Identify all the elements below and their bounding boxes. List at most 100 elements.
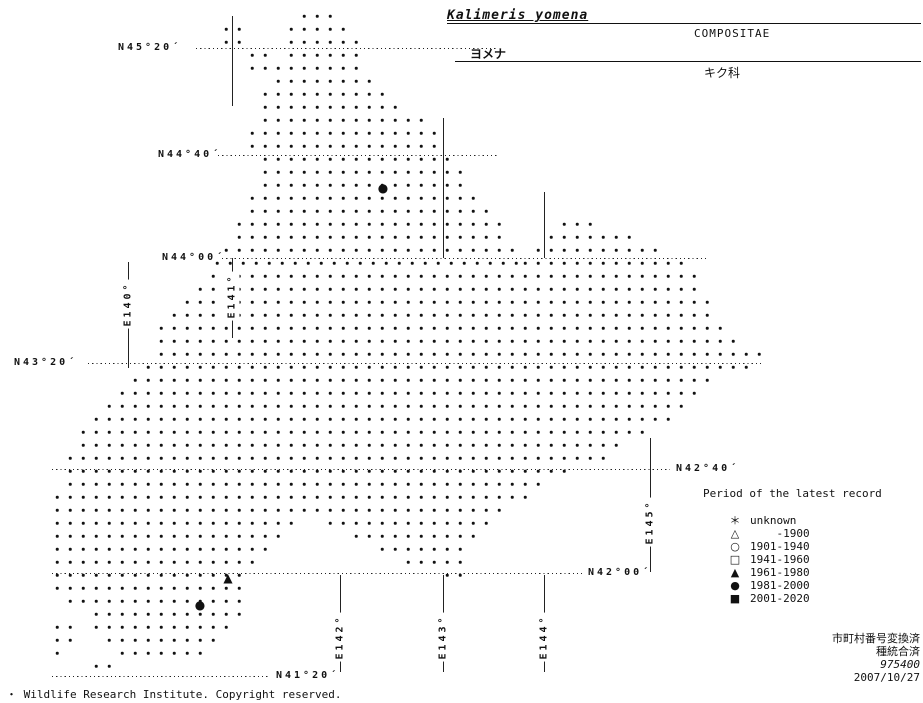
distribution-grid-dot: [393, 508, 397, 512]
distribution-grid-dot: [419, 157, 423, 161]
distribution-grid-dot: [328, 404, 332, 408]
distribution-grid-dot: [406, 248, 410, 252]
distribution-grid-dot: [146, 612, 150, 616]
distribution-grid-dot: [237, 339, 241, 343]
distribution-grid-dot: [198, 638, 202, 642]
distribution-grid-dot: [276, 482, 280, 486]
distribution-grid-dot: [250, 131, 254, 135]
distribution-grid-dot: [224, 339, 228, 343]
distribution-grid-dot: [380, 521, 384, 525]
distribution-grid-dot: [393, 456, 397, 460]
distribution-grid-dot: [380, 157, 384, 161]
distribution-grid-dot: [107, 638, 111, 642]
distribution-grid-dot: [549, 469, 553, 473]
distribution-grid-dot: [328, 287, 332, 291]
distribution-grid-dot: [341, 27, 345, 31]
distribution-grid-dot: [380, 404, 384, 408]
distribution-grid-dot: [302, 27, 306, 31]
distribution-grid-dot: [133, 534, 137, 538]
distribution-grid-dot: [523, 469, 527, 473]
distribution-grid-dot: [458, 443, 462, 447]
distribution-grid-dot: [471, 534, 475, 538]
distribution-grid-dot: [315, 495, 319, 499]
distribution-grid-dot: [198, 352, 202, 356]
distribution-grid-dot: [94, 599, 98, 603]
distribution-grid-dot: [107, 443, 111, 447]
distribution-grid-dot: [354, 339, 358, 343]
distribution-grid-dot: [627, 313, 631, 317]
distribution-grid-dot: [367, 170, 371, 174]
distribution-grid-dot: [250, 391, 254, 395]
distribution-grid-dot: [406, 222, 410, 226]
distribution-grid-dot: [354, 144, 358, 148]
distribution-grid-dot: [692, 339, 696, 343]
distribution-grid-dot: [211, 391, 215, 395]
distribution-grid-dot: [432, 404, 436, 408]
distribution-grid-dot: [484, 313, 488, 317]
distribution-grid-dot: [484, 209, 488, 213]
distribution-grid-dot: [419, 222, 423, 226]
distribution-grid-dot: [276, 222, 280, 226]
legend-period-label: unknown: [750, 514, 797, 527]
distribution-grid-dot: [419, 274, 423, 278]
distribution-grid-dot: [384, 261, 388, 265]
distribution-grid-dot: [458, 456, 462, 460]
distribution-grid-dot: [510, 339, 514, 343]
distribution-grid-dot: [120, 573, 124, 577]
distribution-grid-dot: [488, 261, 492, 265]
distribution-grid-dot: [328, 365, 332, 369]
legend-symbol-icon: △: [730, 527, 740, 540]
distribution-grid-dot: [250, 222, 254, 226]
distribution-grid-dot: [445, 404, 449, 408]
distribution-grid-dot: [367, 469, 371, 473]
distribution-grid-dot: [328, 495, 332, 499]
distribution-grid-dot: [120, 612, 124, 616]
distribution-grid-dot: [640, 417, 644, 421]
distribution-grid-dot: [94, 469, 98, 473]
distribution-grid-dot: [705, 365, 709, 369]
distribution-grid-dot: [211, 430, 215, 434]
distribution-grid-dot: [237, 222, 241, 226]
distribution-grid-dot: [250, 209, 254, 213]
distribution-grid-dot: [289, 79, 293, 83]
distribution-grid-dot: [393, 118, 397, 122]
distribution-grid-dot: [107, 404, 111, 408]
distribution-grid-dot: [211, 287, 215, 291]
distribution-grid-dot: [614, 404, 618, 408]
distribution-grid-dot: [679, 313, 683, 317]
distribution-grid-dot: [406, 274, 410, 278]
distribution-grid-dot: [172, 404, 176, 408]
latitude-label: N42°40´: [676, 463, 740, 474]
distribution-grid-dot: [393, 482, 397, 486]
distribution-grid-dot: [289, 430, 293, 434]
distribution-grid-dot: [432, 196, 436, 200]
distribution-grid-dot: [458, 417, 462, 421]
distribution-grid-dot: [367, 313, 371, 317]
distribution-grid-dot: [263, 443, 267, 447]
distribution-grid-dot: [471, 274, 475, 278]
distribution-grid-dot: [276, 196, 280, 200]
distribution-grid-dot: [276, 430, 280, 434]
distribution-grid-dot: [250, 456, 254, 460]
distribution-grid-dot: [666, 365, 670, 369]
distribution-grid-dot: [354, 235, 358, 239]
legend-symbol-icon: ▲: [730, 566, 740, 579]
distribution-grid-dot: [354, 300, 358, 304]
distribution-grid-dot: [328, 430, 332, 434]
legend-item: ○1901-1940: [703, 540, 882, 553]
distribution-grid-dot: [419, 404, 423, 408]
distribution-grid-dot: [237, 521, 241, 525]
distribution-grid-dot: [718, 365, 722, 369]
latitude-line: [52, 573, 582, 574]
distribution-grid-dot: [341, 326, 345, 330]
distribution-grid-dot: [445, 482, 449, 486]
distribution-grid-dot: [341, 209, 345, 213]
distribution-grid-dot: [497, 391, 501, 395]
distribution-grid-dot: [315, 313, 319, 317]
distribution-grid-dot: [215, 261, 219, 265]
distribution-grid-dot: [81, 547, 85, 551]
distribution-grid-dot: [289, 222, 293, 226]
distribution-grid-dot: [393, 404, 397, 408]
distribution-grid-dot: [549, 326, 553, 330]
distribution-grid-dot: [68, 586, 72, 590]
